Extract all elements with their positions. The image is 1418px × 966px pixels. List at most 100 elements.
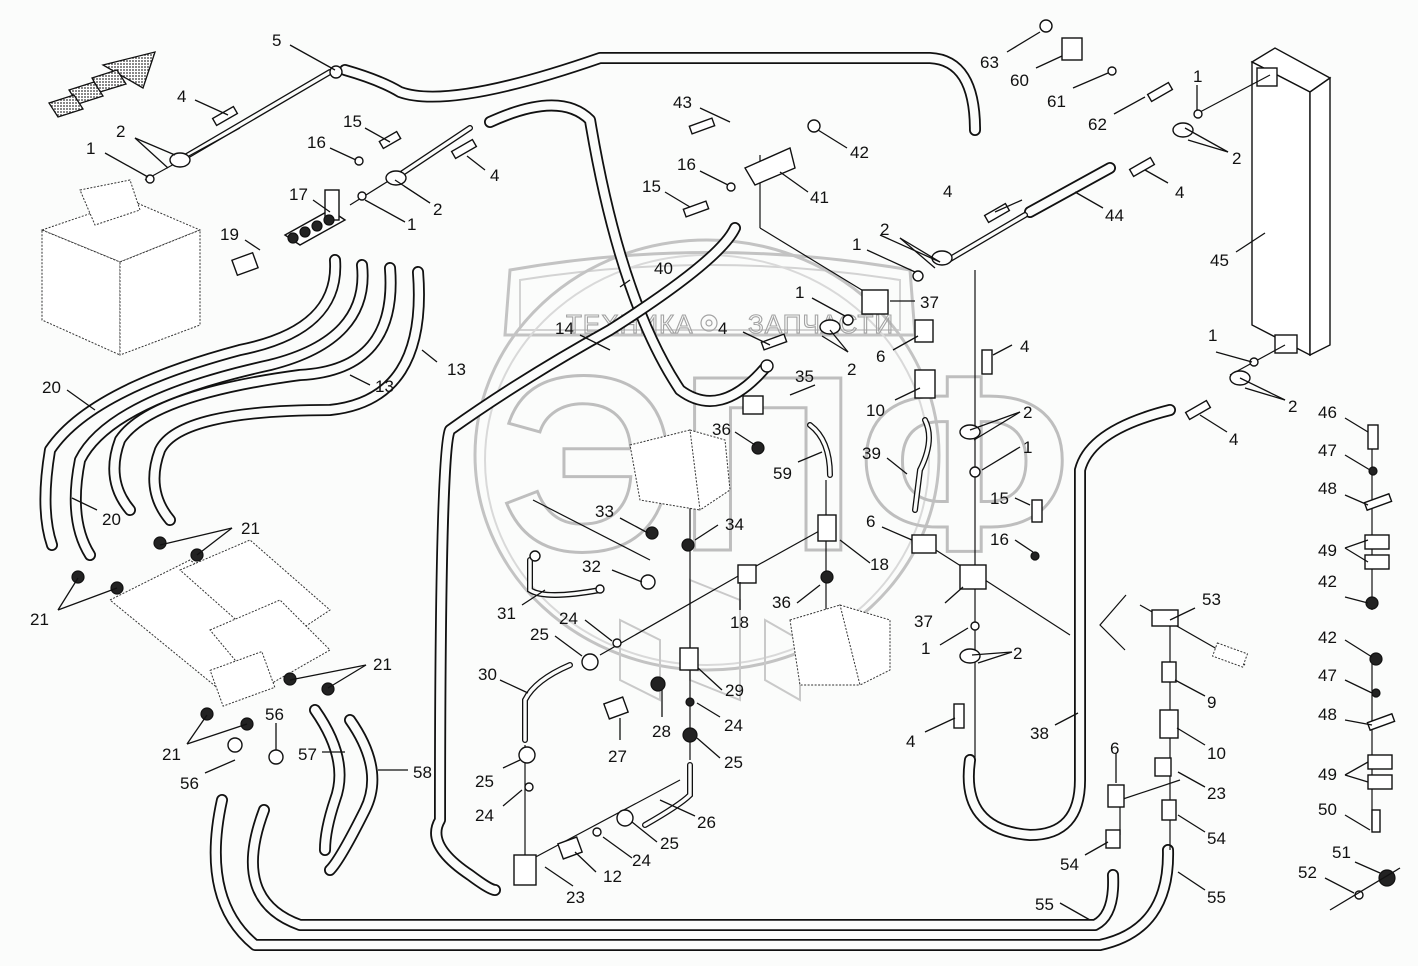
callout-23[interactable]: 23 — [1207, 784, 1226, 803]
callout-44[interactable]: 44 — [1105, 206, 1124, 225]
callout-21[interactable]: 21 — [30, 610, 49, 629]
callout-10[interactable]: 10 — [1207, 744, 1226, 763]
callout-39[interactable]: 39 — [862, 444, 881, 463]
callout-6[interactable]: 6 — [866, 512, 875, 531]
callout-57[interactable]: 57 — [298, 745, 317, 764]
callout-2[interactable]: 2 — [1023, 403, 1032, 422]
callout-1[interactable]: 1 — [852, 235, 861, 254]
callout-33[interactable]: 33 — [595, 502, 614, 521]
callout-24[interactable]: 24 — [724, 716, 743, 735]
callout-20[interactable]: 20 — [102, 510, 121, 529]
callout-37[interactable]: 37 — [920, 293, 939, 312]
callout-1[interactable]: 1 — [795, 283, 804, 302]
callout-36[interactable]: 36 — [712, 420, 731, 439]
callout-25[interactable]: 25 — [724, 753, 743, 772]
callout-4[interactable]: 4 — [490, 166, 499, 185]
callout-54[interactable]: 54 — [1060, 855, 1079, 874]
callout-49[interactable]: 49 — [1318, 765, 1337, 784]
callout-18[interactable]: 18 — [870, 555, 889, 574]
callout-1[interactable]: 1 — [86, 139, 95, 158]
callout-20[interactable]: 20 — [42, 378, 61, 397]
callout-53[interactable]: 53 — [1202, 590, 1221, 609]
callout-43[interactable]: 43 — [673, 93, 692, 112]
callout-54[interactable]: 54 — [1207, 829, 1226, 848]
callout-2[interactable]: 2 — [1288, 397, 1297, 416]
callout-1[interactable]: 1 — [407, 215, 416, 234]
callout-18[interactable]: 18 — [730, 613, 749, 632]
callout-2[interactable]: 2 — [880, 220, 889, 239]
callout-17[interactable]: 17 — [289, 185, 308, 204]
callout-4[interactable]: 4 — [906, 732, 915, 751]
callout-56[interactable]: 56 — [180, 774, 199, 793]
callout-42[interactable]: 42 — [850, 143, 869, 162]
callout-1[interactable]: 1 — [1023, 438, 1032, 457]
callout-25[interactable]: 25 — [530, 625, 549, 644]
callout-46[interactable]: 46 — [1318, 403, 1337, 422]
callout-2[interactable]: 2 — [433, 200, 442, 219]
callout-47[interactable]: 47 — [1318, 441, 1337, 460]
callout-28[interactable]: 28 — [652, 722, 671, 741]
callout-4[interactable]: 4 — [1229, 430, 1238, 449]
callout-21[interactable]: 21 — [162, 745, 181, 764]
callout-29[interactable]: 29 — [725, 681, 744, 700]
callout-2[interactable]: 2 — [847, 360, 856, 379]
callout-26[interactable]: 26 — [697, 813, 716, 832]
callout-4[interactable]: 4 — [1175, 183, 1184, 202]
callout-13[interactable]: 13 — [375, 377, 394, 396]
callout-16[interactable]: 16 — [990, 530, 1009, 549]
callout-1[interactable]: 1 — [1208, 326, 1217, 345]
callout-42[interactable]: 42 — [1318, 572, 1337, 591]
callout-38[interactable]: 38 — [1030, 724, 1049, 743]
callout-49[interactable]: 49 — [1318, 541, 1337, 560]
callout-16[interactable]: 16 — [307, 133, 326, 152]
callout-27[interactable]: 27 — [608, 747, 627, 766]
callout-10[interactable]: 10 — [866, 401, 885, 420]
callout-6[interactable]: 6 — [876, 347, 885, 366]
callout-2[interactable]: 2 — [1013, 644, 1022, 663]
callout-45[interactable]: 45 — [1210, 251, 1229, 270]
callout-55[interactable]: 55 — [1207, 888, 1226, 907]
callout-23[interactable]: 23 — [566, 888, 585, 907]
callout-2[interactable]: 2 — [116, 122, 125, 141]
callout-52[interactable]: 52 — [1298, 863, 1317, 882]
callout-42[interactable]: 42 — [1318, 628, 1337, 647]
callout-51[interactable]: 51 — [1332, 843, 1351, 862]
callout-35[interactable]: 35 — [795, 367, 814, 386]
callout-15[interactable]: 15 — [990, 489, 1009, 508]
callout-37[interactable]: 37 — [914, 612, 933, 631]
callout-36[interactable]: 36 — [772, 593, 791, 612]
callout-59[interactable]: 59 — [773, 464, 792, 483]
callout-21[interactable]: 21 — [241, 519, 260, 538]
callout-4[interactable]: 4 — [943, 182, 952, 201]
callout-25[interactable]: 25 — [475, 772, 494, 791]
callout-4[interactable]: 4 — [718, 319, 727, 338]
callout-15[interactable]: 15 — [343, 112, 362, 131]
callout-63[interactable]: 63 — [980, 53, 999, 72]
callout-56[interactable]: 56 — [265, 705, 284, 724]
callout-4[interactable]: 4 — [1020, 337, 1029, 356]
callout-21[interactable]: 21 — [373, 655, 392, 674]
callout-62[interactable]: 62 — [1088, 115, 1107, 134]
callout-1[interactable]: 1 — [1193, 67, 1202, 86]
callout-47[interactable]: 47 — [1318, 666, 1337, 685]
callout-40[interactable]: 40 — [654, 259, 673, 278]
callout-15[interactable]: 15 — [642, 177, 661, 196]
callout-13[interactable]: 13 — [447, 360, 466, 379]
callout-24[interactable]: 24 — [632, 851, 651, 870]
callout-14[interactable]: 14 — [555, 319, 574, 338]
callout-4[interactable]: 4 — [177, 87, 186, 106]
callout-60[interactable]: 60 — [1010, 71, 1029, 90]
callout-50[interactable]: 50 — [1318, 800, 1337, 819]
callout-48[interactable]: 48 — [1318, 479, 1337, 498]
callout-9[interactable]: 9 — [1207, 693, 1216, 712]
callout-2[interactable]: 2 — [1232, 149, 1241, 168]
callout-12[interactable]: 12 — [603, 867, 622, 886]
callout-55[interactable]: 55 — [1035, 895, 1054, 914]
callout-24[interactable]: 24 — [475, 806, 494, 825]
callout-24[interactable]: 24 — [559, 609, 578, 628]
callout-41[interactable]: 41 — [810, 188, 829, 207]
callout-32[interactable]: 32 — [582, 557, 601, 576]
callout-34[interactable]: 34 — [725, 515, 744, 534]
callout-5[interactable]: 5 — [272, 31, 281, 50]
callout-16[interactable]: 16 — [677, 155, 696, 174]
